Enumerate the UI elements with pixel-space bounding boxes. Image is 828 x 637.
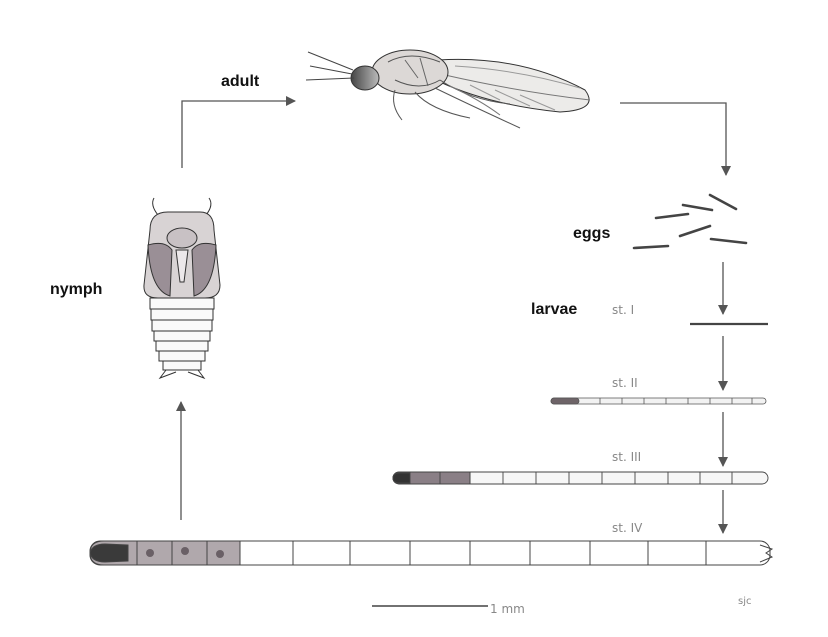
label-stage-1: st. I bbox=[612, 303, 634, 317]
nymph-illustration bbox=[144, 198, 220, 378]
label-stage-4: st. IV bbox=[612, 521, 643, 535]
larva-stage-3 bbox=[393, 472, 768, 484]
label-signature: sjc bbox=[738, 596, 752, 607]
arrow-adult-to-eggs bbox=[620, 103, 726, 175]
label-nymph: nymph bbox=[50, 281, 102, 298]
arrow-nymph-to-adult bbox=[182, 101, 295, 168]
label-larvae: larvae bbox=[531, 301, 577, 318]
label-adult: adult bbox=[221, 73, 260, 90]
label-scale: 1 mm bbox=[490, 602, 525, 616]
larva-stage-2 bbox=[551, 398, 766, 404]
eggs-illustration bbox=[634, 195, 746, 248]
label-stage-3: st. III bbox=[612, 450, 641, 464]
label-stage-2: st. II bbox=[612, 376, 638, 390]
label-eggs: eggs bbox=[573, 225, 610, 242]
larva-stage-4 bbox=[90, 541, 772, 565]
adult-midge-illustration bbox=[306, 50, 590, 128]
